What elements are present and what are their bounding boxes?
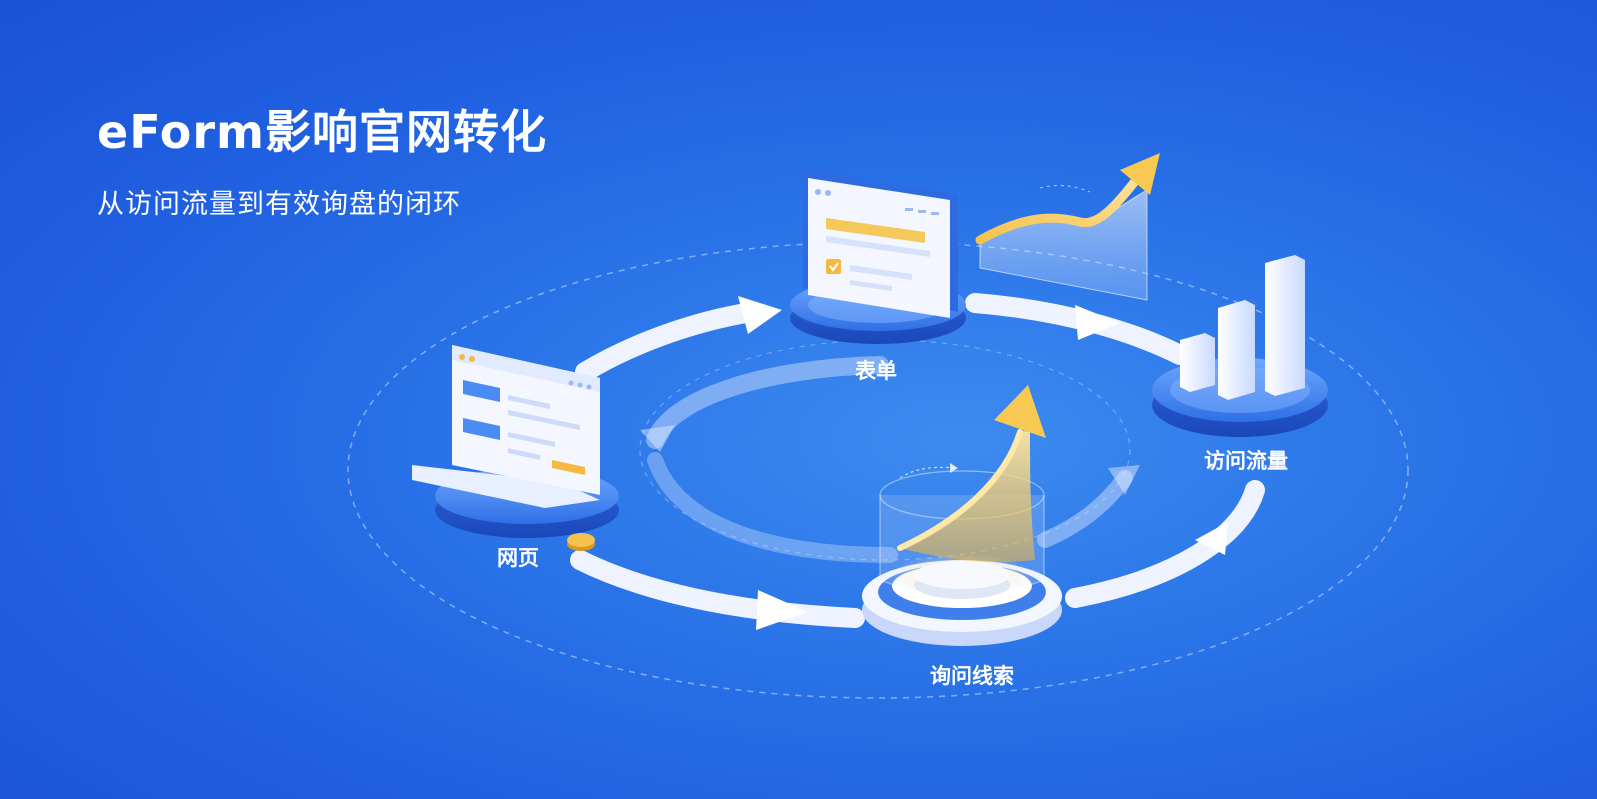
arrow-traffic-to-leads (1065, 480, 1265, 608)
outer-orbit (347, 241, 1409, 699)
inner-arrowhead-right-icon (1108, 465, 1140, 495)
growth-arrow-icon (897, 385, 1046, 562)
inner-arrow-bottom (647, 452, 898, 563)
page-subtitle: 从访问流量到有效询盘的闭环 (97, 189, 461, 220)
arrowhead-form-to-traffic-icon (1075, 305, 1120, 340)
coin-icon (567, 533, 595, 551)
page-title: eForm影响官网转化 (97, 105, 547, 159)
arrowhead-traffic-to-leads-icon (1195, 522, 1228, 555)
traffic-label: 访问流量 (1204, 449, 1288, 473)
laptop-icon (412, 345, 600, 508)
web-label: 网页 (497, 546, 539, 570)
form-label: 表单 (855, 359, 897, 383)
inner-arrow-left (646, 356, 889, 449)
arrowhead-web-to-form-icon (738, 296, 782, 334)
web-node: 网页 (412, 345, 619, 570)
leads-label: 询问线索 (930, 664, 1014, 688)
inner-arrowhead-left-icon (640, 425, 675, 452)
inner-orbit (639, 339, 1131, 561)
form-window-icon (803, 170, 958, 318)
form-node: 表单 (790, 170, 966, 383)
arrow-web-to-leads (570, 550, 865, 628)
leads-node: 询问线索 (862, 385, 1062, 688)
traffic-node: 访问流量 (1152, 255, 1328, 473)
growth-chart-icon (975, 153, 1160, 301)
arrow-web-to-form (575, 302, 762, 382)
inner-arrow-right (1037, 470, 1133, 548)
bar-chart-icon (1180, 255, 1305, 400)
arrowhead-web-to-leads-icon (756, 590, 808, 630)
